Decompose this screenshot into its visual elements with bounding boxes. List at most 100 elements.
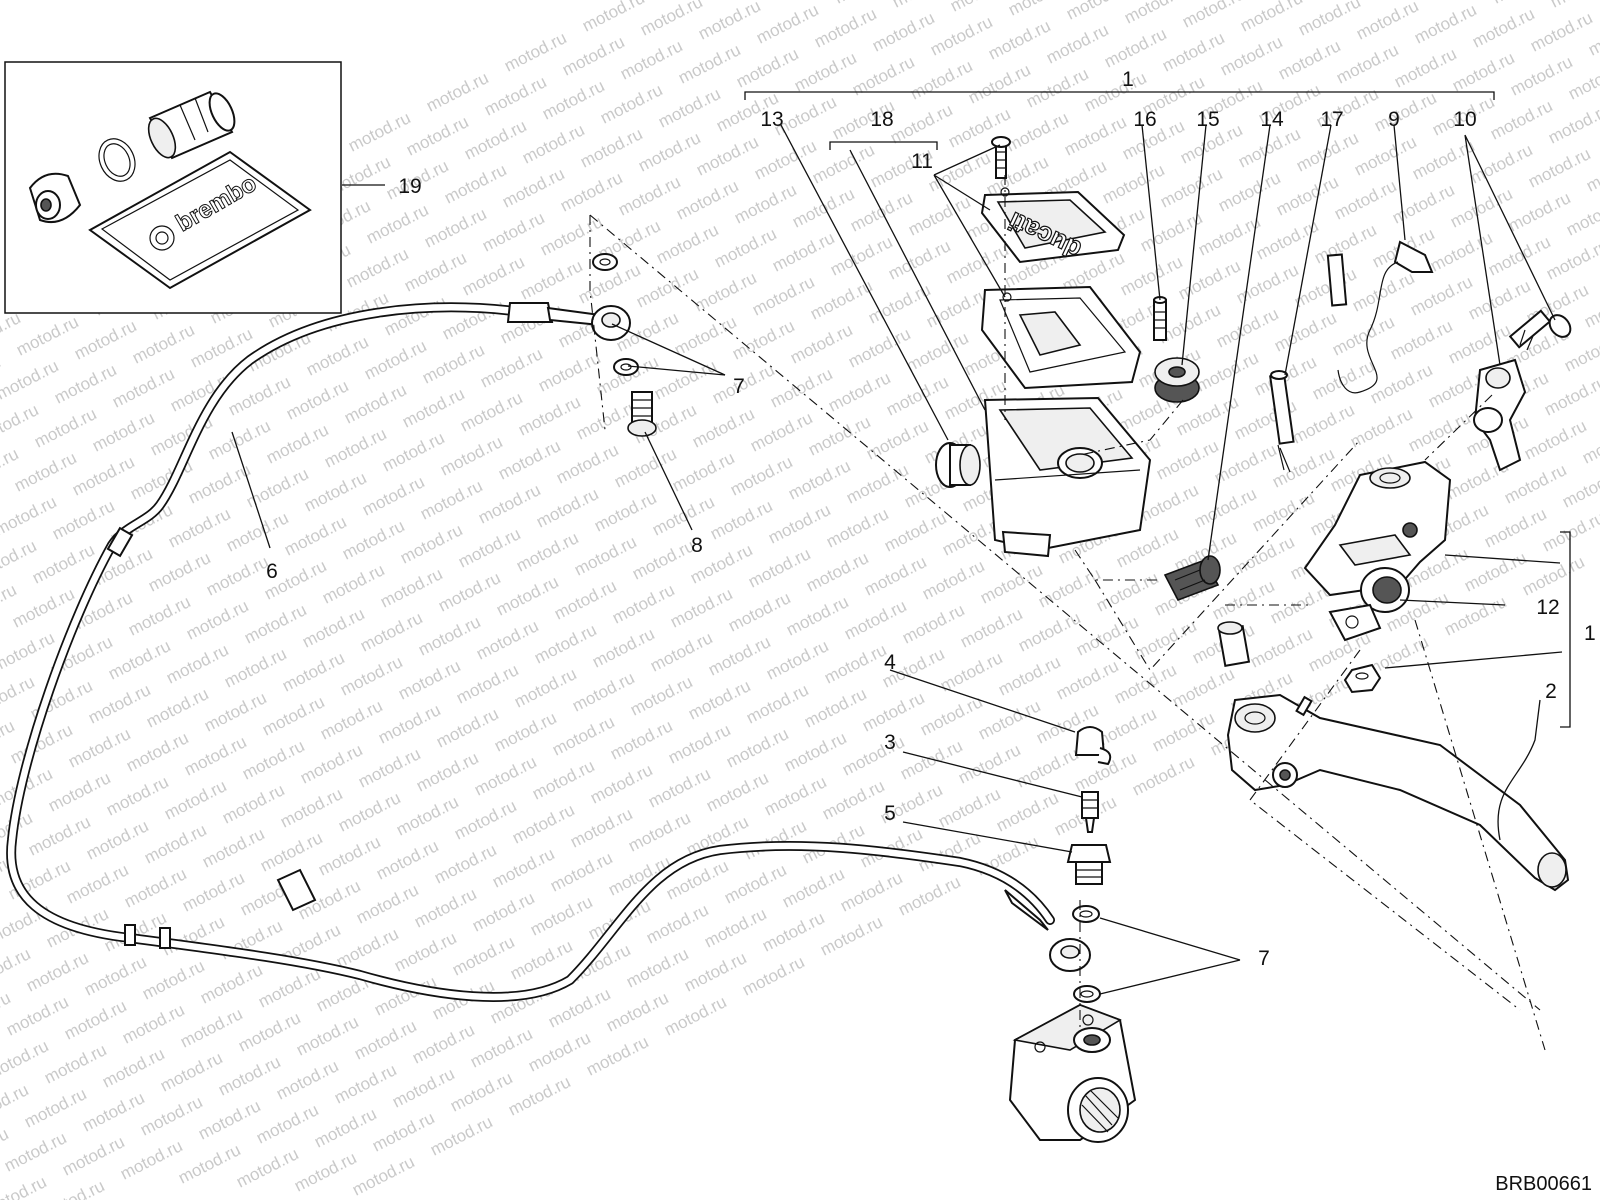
bleed-adapter — [1066, 844, 1112, 885]
watermark-text: motod.ru — [69, 452, 137, 499]
bushing — [1217, 621, 1251, 667]
watermark-text: motod.ru — [531, 620, 599, 667]
watermark-text: motod.ru — [675, 40, 743, 87]
watermark-text: motod.ru — [925, 148, 993, 195]
watermark-text: motod.ru — [1347, 404, 1415, 451]
watermark-text: motod.ru — [1505, 188, 1573, 235]
watermark-text: motod.ru — [635, 128, 703, 175]
watermark-text: motod.ru — [511, 664, 579, 711]
watermark-text: motod.ru — [557, 168, 625, 215]
watermark-text: motod.ru — [403, 112, 471, 159]
watermark-text: motod.ru — [373, 836, 441, 883]
watermark-text: motod.ru — [389, 1064, 457, 1111]
watermark-text: motod.ru — [787, 320, 855, 367]
watermark-text: motod.ru — [177, 1004, 245, 1051]
nut — [1343, 663, 1382, 694]
leader-lines — [231, 91, 1571, 995]
watermark-text: motod.ru — [1169, 664, 1237, 711]
watermark-text: motod.ru — [455, 524, 523, 571]
switch-9 — [1326, 240, 1434, 394]
watermark-text: motod.ru — [707, 496, 775, 543]
watermark-text: motod.ru — [277, 784, 345, 831]
watermark-text: motod.ru — [137, 1092, 205, 1139]
repair-kit-box: brembo — [4, 61, 342, 314]
watermark-text: motod.ru — [809, 140, 877, 187]
watermark-text: motod.ru — [447, 1068, 515, 1115]
reservoir-body — [983, 396, 1152, 558]
watermark-text: motod.ru — [505, 1072, 573, 1119]
watermark-text: motod.ru — [1547, 0, 1600, 12]
watermark-text: motod.ru — [163, 640, 231, 687]
watermark-text: motod.ru — [89, 408, 157, 455]
watermark-text: motod.ru — [141, 820, 209, 867]
watermark-text: motod.ru — [1215, 168, 1283, 215]
watermark-text: motod.ru — [559, 32, 627, 79]
watermark-text: motod.ru — [845, 324, 913, 371]
watermark-text: motod.ru — [401, 248, 469, 295]
watermark-text: motod.ru — [393, 792, 461, 839]
callout-16: 16 — [1133, 108, 1156, 131]
watermark-text: motod.ru — [1035, 564, 1103, 611]
watermark-text: motod.ru — [1253, 216, 1321, 263]
watermark-text: motod.ru — [235, 1008, 303, 1055]
watermark-text: motod.ru — [547, 848, 615, 895]
watermark-text: motod.ru — [317, 696, 385, 743]
watermark-text: motod.ru — [779, 864, 847, 911]
watermark-text: motod.ru — [515, 392, 583, 439]
watermark-text: motod.ru — [1159, 28, 1227, 75]
watermark-text: motod.ru — [1153, 436, 1221, 483]
watermark-text: motod.ru — [349, 1152, 417, 1199]
watermark-text: motod.ru — [597, 80, 665, 127]
watermark-text: motod.ru — [789, 184, 857, 231]
watermark-text: motod.ru — [223, 508, 291, 555]
watermark-text: motod.ru — [1353, 0, 1421, 44]
watermark-text: motod.ru — [475, 480, 543, 527]
watermark-text: motod.ru — [489, 844, 557, 891]
watermark-text: motod.ru — [539, 76, 607, 123]
watermark-text: motod.ru — [103, 772, 171, 819]
watermark-text: motod.ru — [1217, 32, 1285, 79]
watermark-text: motod.ru — [1175, 256, 1243, 303]
watermark-text: motod.ru — [345, 108, 413, 155]
circlip — [98, 138, 136, 182]
watermark-text: motod.ru — [419, 340, 487, 387]
watermark-text: motod.ru — [183, 596, 251, 643]
watermark-text: motod.ru — [819, 776, 887, 823]
watermark-text: motod.ru — [643, 900, 711, 947]
watermark-text: motod.ru — [125, 592, 193, 639]
watermark-text: motod.ru — [821, 640, 889, 687]
watermark-text: motod.ru — [431, 840, 499, 887]
watermark-text: motod.ru — [1391, 44, 1459, 91]
watermark-text: motod.ru — [729, 316, 797, 363]
watermark-text: motod.ru — [685, 676, 753, 723]
watermark-text: motod.ru — [459, 252, 527, 299]
handlebar-clamp — [1473, 358, 1527, 472]
watermark-text: motod.ru — [1371, 88, 1439, 135]
watermark-text: motod.ru — [215, 1052, 283, 1099]
watermark-text: motod.ru — [1485, 232, 1553, 279]
watermark-text: motod.ru — [965, 60, 1033, 107]
watermark-text: motod.ru — [473, 616, 541, 663]
watermark-text: motod.ru — [817, 912, 885, 959]
watermark-text: motod.ru — [897, 736, 965, 783]
watermark-text: motod.ru — [823, 504, 891, 551]
watermark-text: motod.ru — [889, 0, 957, 12]
watermark-text: motod.ru — [469, 888, 537, 935]
watermark-text: motod.ru — [629, 536, 697, 583]
watermark-text: motod.ru — [239, 736, 307, 783]
watermark-text: motod.ru — [199, 824, 267, 871]
callout-15: 15 — [1196, 108, 1219, 131]
watermark-text: motod.ru — [175, 1140, 243, 1187]
watermark-text: motod.ru — [749, 272, 817, 319]
lower-banjo-union — [1049, 905, 1101, 1003]
watermark-text: motod.ru — [63, 860, 131, 907]
watermark-text: motod.ru — [361, 336, 429, 383]
watermark-text: motod.ru — [569, 668, 637, 715]
watermark-text: motod.ru — [293, 1012, 361, 1059]
watermark-text: motod.ru — [743, 680, 811, 727]
watermark-text: motod.ru — [331, 1060, 399, 1107]
watermark-text: motod.ru — [1023, 64, 1091, 111]
watermark-text: motod.ru — [1331, 176, 1399, 223]
watermark-text: motod.ru — [333, 924, 401, 971]
watermark-text: motod.ru — [81, 952, 149, 999]
